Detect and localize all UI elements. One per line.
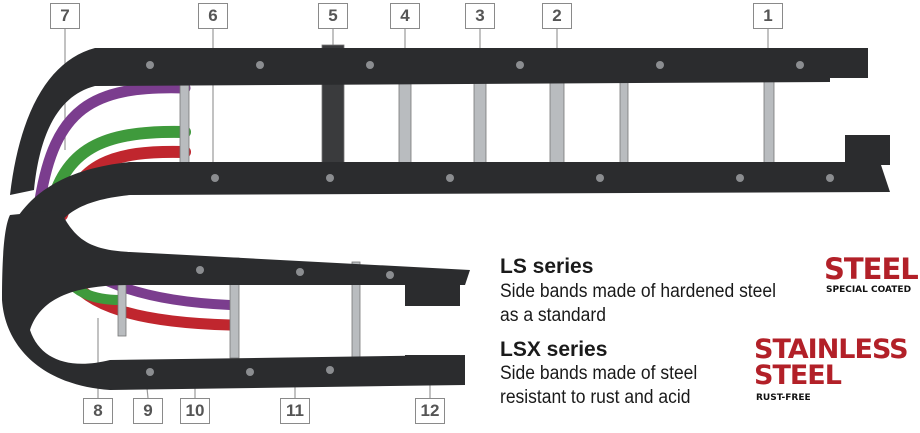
chain-links: [2, 48, 890, 390]
callout-4: 4: [390, 3, 420, 29]
stainless-logo-sub: RUST-FREE: [756, 393, 811, 403]
callout-3: 3: [465, 3, 495, 29]
link-holes: [146, 61, 834, 376]
callout-2: 2: [542, 3, 572, 29]
steel-logo: STEEL: [824, 252, 919, 286]
callout-9: 9: [133, 398, 163, 424]
callout-11: 11: [280, 398, 310, 424]
steel-logo-sub: SPECIAL COATED: [826, 285, 912, 295]
callout-5: 5: [318, 3, 348, 29]
callout-12: 12: [415, 398, 445, 424]
stainless-logo-line1: STAINLESS: [754, 334, 909, 365]
callout-10: 10: [180, 398, 210, 424]
ls-series-desc-1: Side bands made of hardened steel: [500, 281, 776, 302]
crossbars: [117, 44, 775, 363]
ls-series-desc-2: as a standard: [500, 305, 606, 326]
lsx-series-title: LSX series: [500, 338, 608, 361]
ls-series-title: LS series: [500, 255, 594, 278]
callout-1: 1: [753, 3, 783, 29]
callout-7: 7: [50, 3, 80, 29]
callout-8: 8: [83, 398, 113, 424]
lsx-series-desc-1: Side bands made of steel: [500, 363, 698, 384]
lsx-series-desc-2: resistant to rust and acid: [500, 387, 691, 408]
callout-6: 6: [198, 3, 228, 29]
stainless-logo-line2: STEEL: [754, 360, 842, 391]
